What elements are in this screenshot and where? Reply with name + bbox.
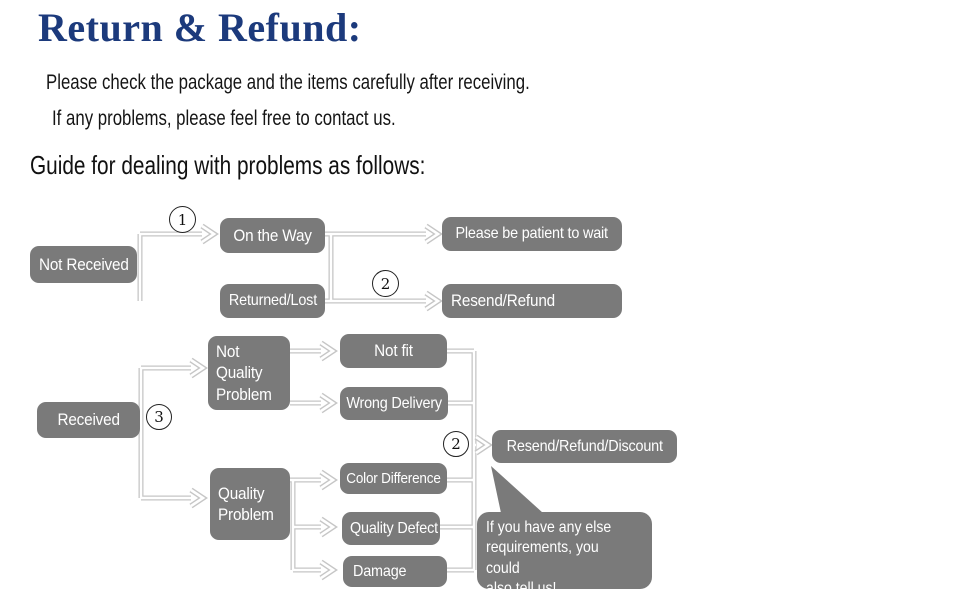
- guide-heading: Guide for dealing with problems as follo…: [30, 150, 426, 180]
- node-resend-refund-discount: Resend/Refund/Discount: [492, 430, 677, 463]
- node-received: Received: [37, 402, 140, 438]
- node-wrong-delivery: Wrong Delivery: [340, 387, 448, 420]
- node-label: Damage: [353, 562, 407, 580]
- node-quality-problem: Quality Problem: [210, 468, 290, 540]
- node-label: Returned/Lost: [228, 292, 317, 309]
- node-not-quality-problem: Not Quality Problem: [208, 336, 290, 410]
- intro-line-2: If any problems, please feel free to con…: [52, 107, 396, 130]
- node-label: On the Way: [233, 225, 312, 245]
- note-bubble: If you have any else requirements, you c…: [477, 512, 652, 597]
- note-bubble-text: If you have any else requirements, you c…: [486, 519, 612, 598]
- node-color-difference: Color Difference: [340, 463, 447, 494]
- node-please-be-patient: Please be patient to wait: [442, 217, 622, 251]
- badge-number: 3: [154, 408, 164, 426]
- node-label: Wrong Delivery: [346, 394, 442, 412]
- node-label: Color Difference: [346, 470, 441, 487]
- badge-number: 2: [451, 435, 461, 453]
- node-label: Not Quality Problem: [216, 342, 272, 404]
- node-resend-refund: Resend/Refund: [442, 284, 622, 318]
- step-badge-1: 1: [169, 206, 196, 233]
- node-label: Not fit: [374, 341, 413, 360]
- intro-line-1: Please check the package and the items c…: [46, 71, 530, 94]
- node-damage: Damage: [343, 556, 447, 587]
- node-label: Please be patient to wait: [455, 225, 609, 242]
- bubble-tail: [491, 466, 543, 513]
- node-label: Resend/Refund/Discount: [506, 437, 663, 455]
- node-on-the-way: On the Way: [220, 218, 325, 253]
- badge-number: 1: [177, 210, 188, 229]
- node-label: Not Received: [38, 254, 129, 274]
- node-quality-defect: Quality Defect: [342, 512, 440, 545]
- node-not-fit: Not fit: [340, 334, 447, 368]
- step-badge-2-bottom: 2: [443, 431, 469, 457]
- step-badge-3: 3: [146, 404, 172, 430]
- node-label: Received: [57, 410, 120, 429]
- badge-number: 2: [380, 274, 391, 293]
- node-not-received: Not Received: [30, 246, 137, 283]
- step-badge-2-top: 2: [372, 270, 399, 297]
- node-label: Quality Problem: [218, 483, 274, 524]
- node-returned-lost: Returned/Lost: [220, 284, 325, 318]
- node-label: Quality Defect: [350, 519, 438, 537]
- page-title: Return & Refund:: [38, 5, 362, 50]
- node-label: Resend/Refund: [451, 291, 555, 310]
